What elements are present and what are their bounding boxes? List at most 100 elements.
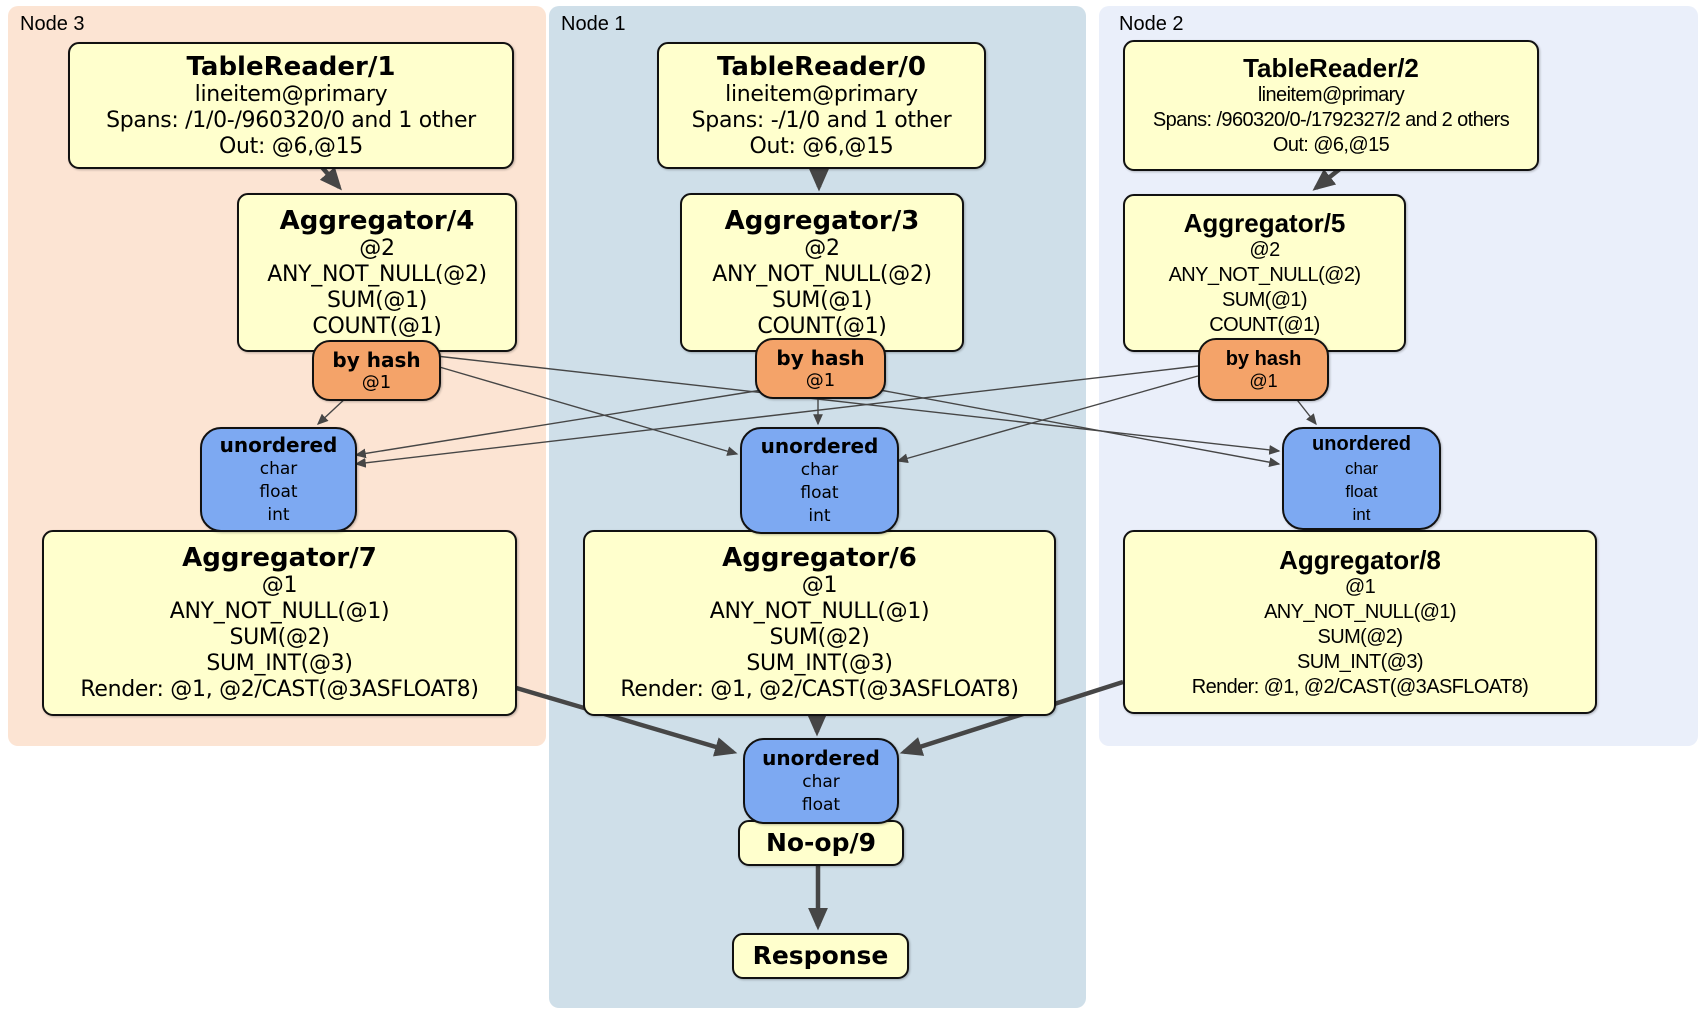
aggregator-3-title: Aggregator/3 <box>724 205 920 236</box>
tablereader-2-spans: Spans: /960320/0-/1792327/2 and 2 others <box>1152 109 1510 131</box>
edge-tr2-agg5 <box>1312 166 1343 191</box>
aggregator-6-render: Render: @1, @2/CAST(@3ASFLOAT8) <box>620 677 1019 702</box>
sync-node2-col2: float <box>1345 481 1378 501</box>
sync-node2-col3: int <box>1352 504 1371 524</box>
sync-unordered-node3: unordered char float int <box>200 427 357 532</box>
edge-r3-u1 <box>435 365 739 456</box>
tablereader-2-out: Out: @6,@15 <box>1272 134 1390 156</box>
sync-node1-col3: int <box>808 505 831 526</box>
router-node2-label: by hash <box>1225 348 1302 370</box>
tablereader-0-spans: Spans: -/1/0 and 1 other <box>691 107 952 133</box>
processor-tablereader-2: TableReader/2 lineitem@primary Spans: /9… <box>1123 40 1539 171</box>
tablereader-1-index: lineitem@primary <box>194 81 388 107</box>
processor-aggregator-7: Aggregator/7 @1 ANY_NOT_NULL(@1) SUM(@2)… <box>42 530 517 716</box>
sync-node1-col1: char <box>800 459 839 480</box>
sync-final-col2: float <box>801 794 841 815</box>
tablereader-2-index: lineitem@primary <box>1257 84 1405 106</box>
edge-r1-u2 <box>879 389 1281 468</box>
aggregator-8-title: Aggregator/8 <box>1279 544 1441 575</box>
router-by-hash-node1: by hash @1 <box>755 338 886 399</box>
edge-r1-u3 <box>354 389 763 459</box>
aggregator-4-fn1: ANY_NOT_NULL(@2) <box>267 261 487 287</box>
aggregator-7-render: Render: @1, @2/CAST(@3ASFLOAT8) <box>80 677 479 702</box>
tablereader-2-title: TableReader/2 <box>1243 53 1419 83</box>
aggregator-7-fn2: SUM(@2) <box>229 625 330 650</box>
processor-aggregator-3: Aggregator/3 @2 ANY_NOT_NULL(@2) SUM(@1)… <box>680 193 964 352</box>
aggregator-5-fn3: COUNT(@1) <box>1209 314 1320 336</box>
sync-node2-label: unordered <box>1312 432 1411 455</box>
sync-unordered-node2: unordered char float int <box>1282 427 1441 530</box>
sync-node1-label: unordered <box>760 433 879 458</box>
hash-routing-edges <box>316 355 1317 468</box>
router-node1-label: by hash <box>776 346 865 370</box>
router-node3-label: by hash <box>332 348 421 372</box>
node-1-label: Node 1 <box>561 13 626 35</box>
aggregator-4-fn3: COUNT(@1) <box>312 313 442 339</box>
aggregator-3-group: @2 <box>804 235 840 261</box>
response-title: Response <box>752 941 889 970</box>
processor-tablereader-0: TableReader/0 lineitem@primary Spans: -/… <box>657 42 986 169</box>
aggregator-6-fn3: SUM_INT(@3) <box>746 651 893 676</box>
tablereader-1-spans: Spans: /1/0-/960320/0 and 1 other <box>106 107 476 133</box>
aggregator-8-fn2: SUM(@2) <box>1317 625 1404 648</box>
edge-agg7-ubot <box>512 684 738 757</box>
processor-aggregator-8: Aggregator/8 @1 ANY_NOT_NULL(@1) SUM(@2)… <box>1123 530 1597 714</box>
aggregator-7-group: @1 <box>261 573 298 598</box>
tablereader-0-index: lineitem@primary <box>725 81 918 107</box>
tablereader-1-out: Out: @6,@15 <box>219 133 363 159</box>
aggregator-5-fn2: SUM(@1) <box>1222 289 1308 311</box>
sync-node3-col1: char <box>259 458 298 479</box>
tablereader-0-title: TableReader/0 <box>717 51 926 82</box>
sync-node3-col3: int <box>267 504 290 525</box>
aggregator-6-fn1: ANY_NOT_NULL(@1) <box>709 599 930 624</box>
aggregator-8-fn3: SUM_INT(@3) <box>1297 650 1424 673</box>
router-node1-detail: @1 <box>805 370 836 391</box>
edge-r2-u1 <box>896 375 1199 464</box>
aggregator-6-title: Aggregator/6 <box>722 543 917 573</box>
router-by-hash-node2: by hash @1 <box>1198 338 1329 401</box>
aggregator-8-render: Render: @1, @2/CAST(@3ASFLOAT8) <box>1191 675 1529 698</box>
tablereader-1-title: TableReader/1 <box>186 51 396 82</box>
sync-final-col1: char <box>802 771 840 792</box>
edge-r2-u3 <box>354 365 1199 468</box>
router-node2-detail: @1 <box>1249 371 1278 391</box>
flow-edges <box>319 164 1343 931</box>
edge-agg8-ubot <box>899 679 1124 756</box>
noop-9-title: No-op/9 <box>765 828 877 857</box>
node-2-label: Node 2 <box>1119 13 1184 35</box>
sync-node2-col1: char <box>1344 458 1379 478</box>
sync-node3-col2: float <box>259 481 298 502</box>
aggregator-3-fn1: ANY_NOT_NULL(@2) <box>712 261 932 287</box>
aggregator-4-fn2: SUM(@1) <box>326 287 428 313</box>
processor-noop-9: No-op/9 <box>738 820 904 866</box>
aggregator-7-title: Aggregator/7 <box>182 543 377 573</box>
aggregator-5-group: @2 <box>1249 239 1280 261</box>
tablereader-0-out: Out: @6,@15 <box>749 133 894 159</box>
edge-tr1-agg4 <box>319 164 342 191</box>
aggregator-3-fn3: COUNT(@1) <box>757 313 887 339</box>
aggregator-7-fn1: ANY_NOT_NULL(@1) <box>169 599 390 624</box>
aggregator-4-group: @2 <box>359 235 395 261</box>
router-by-hash-node3: by hash @1 <box>312 340 441 401</box>
processor-response: Response <box>732 933 909 979</box>
sync-final-label: unordered <box>762 745 880 770</box>
aggregator-4-title: Aggregator/4 <box>279 205 475 236</box>
node-3-label: Node 3 <box>20 13 85 35</box>
processor-aggregator-4: Aggregator/4 @2 ANY_NOT_NULL(@2) SUM(@1)… <box>237 193 517 352</box>
sync-node3-label: unordered <box>219 432 338 457</box>
sync-node1-col2: float <box>800 482 839 503</box>
aggregator-5-fn1: ANY_NOT_NULL(@2) <box>1168 264 1361 286</box>
processor-aggregator-5: Aggregator/5 @2 ANY_NOT_NULL(@2) SUM(@1)… <box>1123 194 1406 352</box>
aggregator-5-title: Aggregator/5 <box>1183 208 1346 238</box>
sync-unordered-node1: unordered char float int <box>740 427 899 534</box>
aggregator-6-group: @1 <box>801 573 838 598</box>
edge-r3-u2 <box>435 355 1281 455</box>
sync-unordered-final: unordered char float <box>743 738 899 824</box>
aggregator-6-fn2: SUM(@2) <box>769 625 870 650</box>
router-node3-detail: @1 <box>361 372 392 393</box>
processor-aggregator-6: Aggregator/6 @1 ANY_NOT_NULL(@1) SUM(@2)… <box>583 530 1056 716</box>
aggregator-8-group: @1 <box>1344 575 1376 598</box>
aggregator-7-fn3: SUM_INT(@3) <box>206 651 353 676</box>
